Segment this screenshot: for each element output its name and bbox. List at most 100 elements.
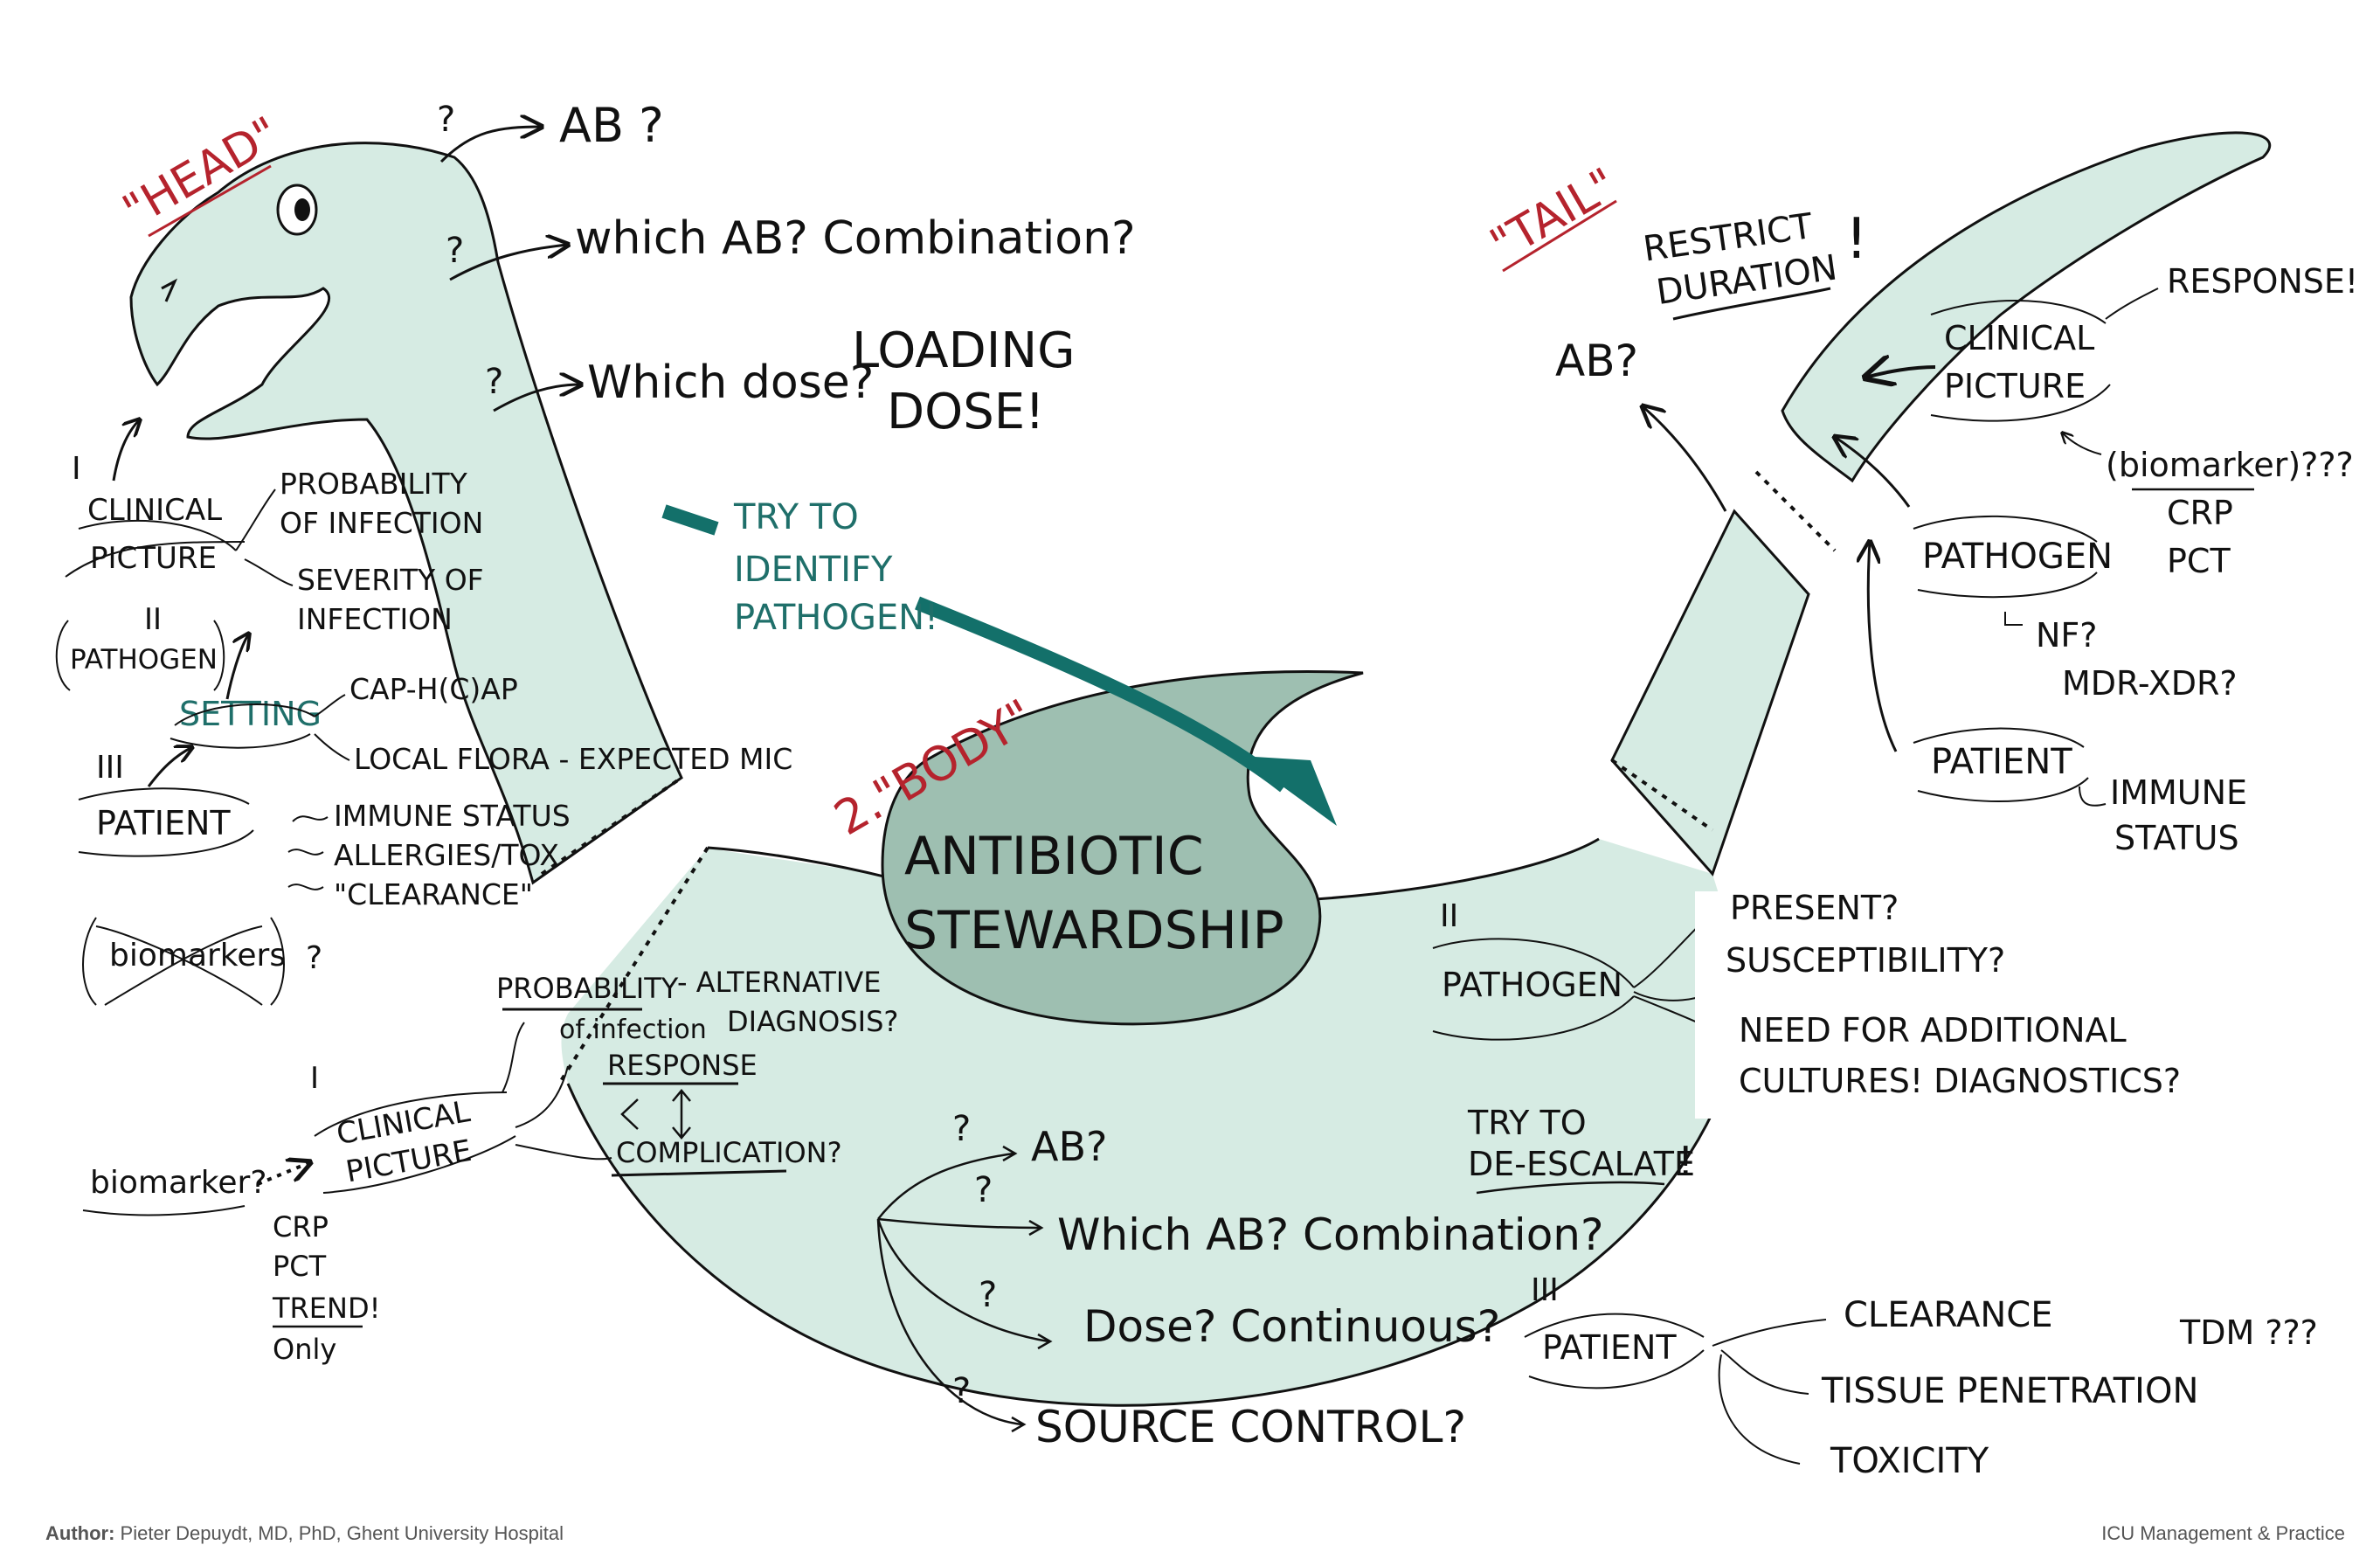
tail-title: "TAIL" xyxy=(1482,158,1626,272)
body-q-ab: AB? xyxy=(1031,1123,1107,1170)
head-setting-arrow xyxy=(225,634,249,700)
dino-pupil xyxy=(294,198,310,221)
body-need-2: CULTURES! DIAGNOSTICS? xyxy=(1739,1062,2181,1100)
body-patient-branches xyxy=(1712,1319,1827,1465)
tail-pathogen-arrow xyxy=(1835,437,1911,508)
tail-pct: PCT xyxy=(2167,542,2231,580)
head-biomarkers-cross xyxy=(82,917,285,1006)
dino-body-dotted-left xyxy=(557,846,709,1085)
body-biomarker: biomarker? xyxy=(90,1165,266,1201)
tail-response: RESPONSE! xyxy=(2167,262,2358,301)
head-local-flora: LOCAL FLORA - EXPECTED MIC xyxy=(354,742,792,776)
body-crp: CRP xyxy=(273,1210,329,1244)
head-biomarkers-q: ? xyxy=(306,940,322,976)
head-q3-mark: ? xyxy=(485,362,503,402)
dino-body xyxy=(561,839,1747,1406)
tail-immune-link xyxy=(2079,786,2107,807)
head-patient-bracket xyxy=(78,787,254,857)
tail-mdr: MDR-XDR? xyxy=(2062,664,2238,703)
body-present: PRESENT? xyxy=(1730,889,1899,927)
body-pct: PCT xyxy=(273,1250,327,1283)
footer-author-name: Pieter Depuydt, MD, PhD, Ghent Universit… xyxy=(120,1522,564,1544)
footer-source: ICU Management & Practice xyxy=(2101,1522,2345,1544)
footer-author-label: Author: xyxy=(45,1522,115,1544)
tail-restrict-underline xyxy=(1672,287,1831,321)
body-roman-ii: II xyxy=(1440,898,1458,934)
head-q1-arrow xyxy=(439,127,542,163)
identify-line-1: TRY TO xyxy=(733,497,859,537)
body-q-dose: Dose? Continuous? xyxy=(1083,1301,1500,1352)
body-response: RESPONSE xyxy=(607,1049,758,1082)
body-complication-underline xyxy=(611,1169,787,1177)
head-roman-i: I xyxy=(72,451,81,487)
head-pathogen-bracket xyxy=(55,620,225,691)
tail-title-underline xyxy=(1502,199,1617,273)
tail-clinical-2: PICTURE xyxy=(1944,367,2086,405)
tail-biomarker-arrow xyxy=(2062,433,2102,455)
tail-restrict-mark: ! xyxy=(1845,207,1868,272)
tail-nf-link xyxy=(2004,612,2023,626)
identify-line-2: IDENTIFY xyxy=(734,550,893,590)
footer-author: Author: Pieter Depuydt, MD, PhD, Ghent U… xyxy=(45,1522,564,1545)
body-roman-iii: III xyxy=(1531,1272,1559,1308)
body-of-infection: of infection xyxy=(559,1015,707,1045)
head-biomarkers: biomarkers xyxy=(109,938,286,974)
body-q-which-mark: ? xyxy=(974,1170,993,1210)
identify-line-3: PATHOGEN! xyxy=(734,598,938,638)
identify-pathogen-arrowhead xyxy=(1241,756,1337,826)
tail-immune-2: STATUS xyxy=(2114,819,2239,857)
body-toxicity: TOXICITY xyxy=(1830,1441,1989,1481)
tail-pathogen-bracket xyxy=(1913,515,2098,599)
tail-dotted-gap xyxy=(1754,470,1837,552)
body-pathogen: PATHOGEN xyxy=(1442,966,1622,1004)
tail-clinical-1: CLINICAL xyxy=(1944,319,2094,357)
tail-immune-1: IMMUNE xyxy=(2110,773,2247,812)
body-alt-2: DIAGNOSIS? xyxy=(727,1005,898,1038)
body-response-arrows xyxy=(620,1089,691,1140)
head-allergies: ALLERGIES/TOX xyxy=(334,838,559,872)
head-q2-mark: ? xyxy=(446,231,464,271)
head-immune: IMMUNE STATUS xyxy=(334,799,571,833)
body-prob: PROBABILITY xyxy=(496,972,679,1005)
head-prob-1: PROBABILITY xyxy=(280,467,468,501)
body-pathogen-answers-bg xyxy=(1695,891,2184,1119)
dino-nostril xyxy=(161,278,178,302)
body-deesc-1: TRY TO xyxy=(1467,1104,1587,1142)
body-q-ab-mark: ? xyxy=(952,1109,971,1149)
head-q1-text: AB ? xyxy=(559,98,664,153)
tail-nf: NF? xyxy=(2036,616,2097,655)
body-q-which: Which AB? Combination? xyxy=(1057,1209,1604,1260)
head-patient-tildes xyxy=(287,815,329,890)
body-tissue: TISSUE PENETRATION xyxy=(1821,1371,2198,1411)
body-clinical-bracket xyxy=(314,1091,516,1194)
body-complication: COMPLICATION? xyxy=(616,1136,842,1169)
tail-clinical-response-link xyxy=(2105,288,2159,320)
tail-clinical-arrow xyxy=(1865,367,1936,378)
head-roman-i-arrow xyxy=(112,419,140,482)
body-q-source-mark: ? xyxy=(952,1371,971,1411)
head-clinical-bracket xyxy=(65,519,246,578)
body-question-fan xyxy=(876,1152,1049,1426)
head-setting-branches xyxy=(314,694,350,761)
head-clinical-branches xyxy=(235,488,294,586)
body-trend: TREND! xyxy=(272,1292,380,1325)
dino-body-outline-bottom xyxy=(566,987,1749,1407)
head-roman-iii: III xyxy=(96,750,124,786)
tail-ab: AB? xyxy=(1555,336,1638,386)
body-pathogen-bracket xyxy=(1432,938,1635,1041)
body-patient-bg xyxy=(1529,1320,1660,1372)
tail-segment-upper xyxy=(1781,131,2272,483)
tail-ab-arrow xyxy=(1643,406,1727,512)
neck-dotted-gap xyxy=(540,776,683,876)
tail-clinical-bracket xyxy=(1930,300,2111,422)
head-q2-text: which AB? Combination? xyxy=(575,212,1136,265)
head-patient: PATIENT xyxy=(96,804,231,842)
body-tdm: TDM ??? xyxy=(2179,1313,2318,1352)
dino-body-outline-top-right xyxy=(1301,837,1600,902)
body-clearance: CLEARANCE xyxy=(1844,1295,2053,1335)
head-loading-1: LOADING xyxy=(852,322,1076,379)
body-q-source: SOURCE CONTROL? xyxy=(1035,1402,1466,1452)
body-stewardship-1: ANTIBIOTIC xyxy=(904,826,1204,887)
dino-head-neck xyxy=(129,142,683,885)
